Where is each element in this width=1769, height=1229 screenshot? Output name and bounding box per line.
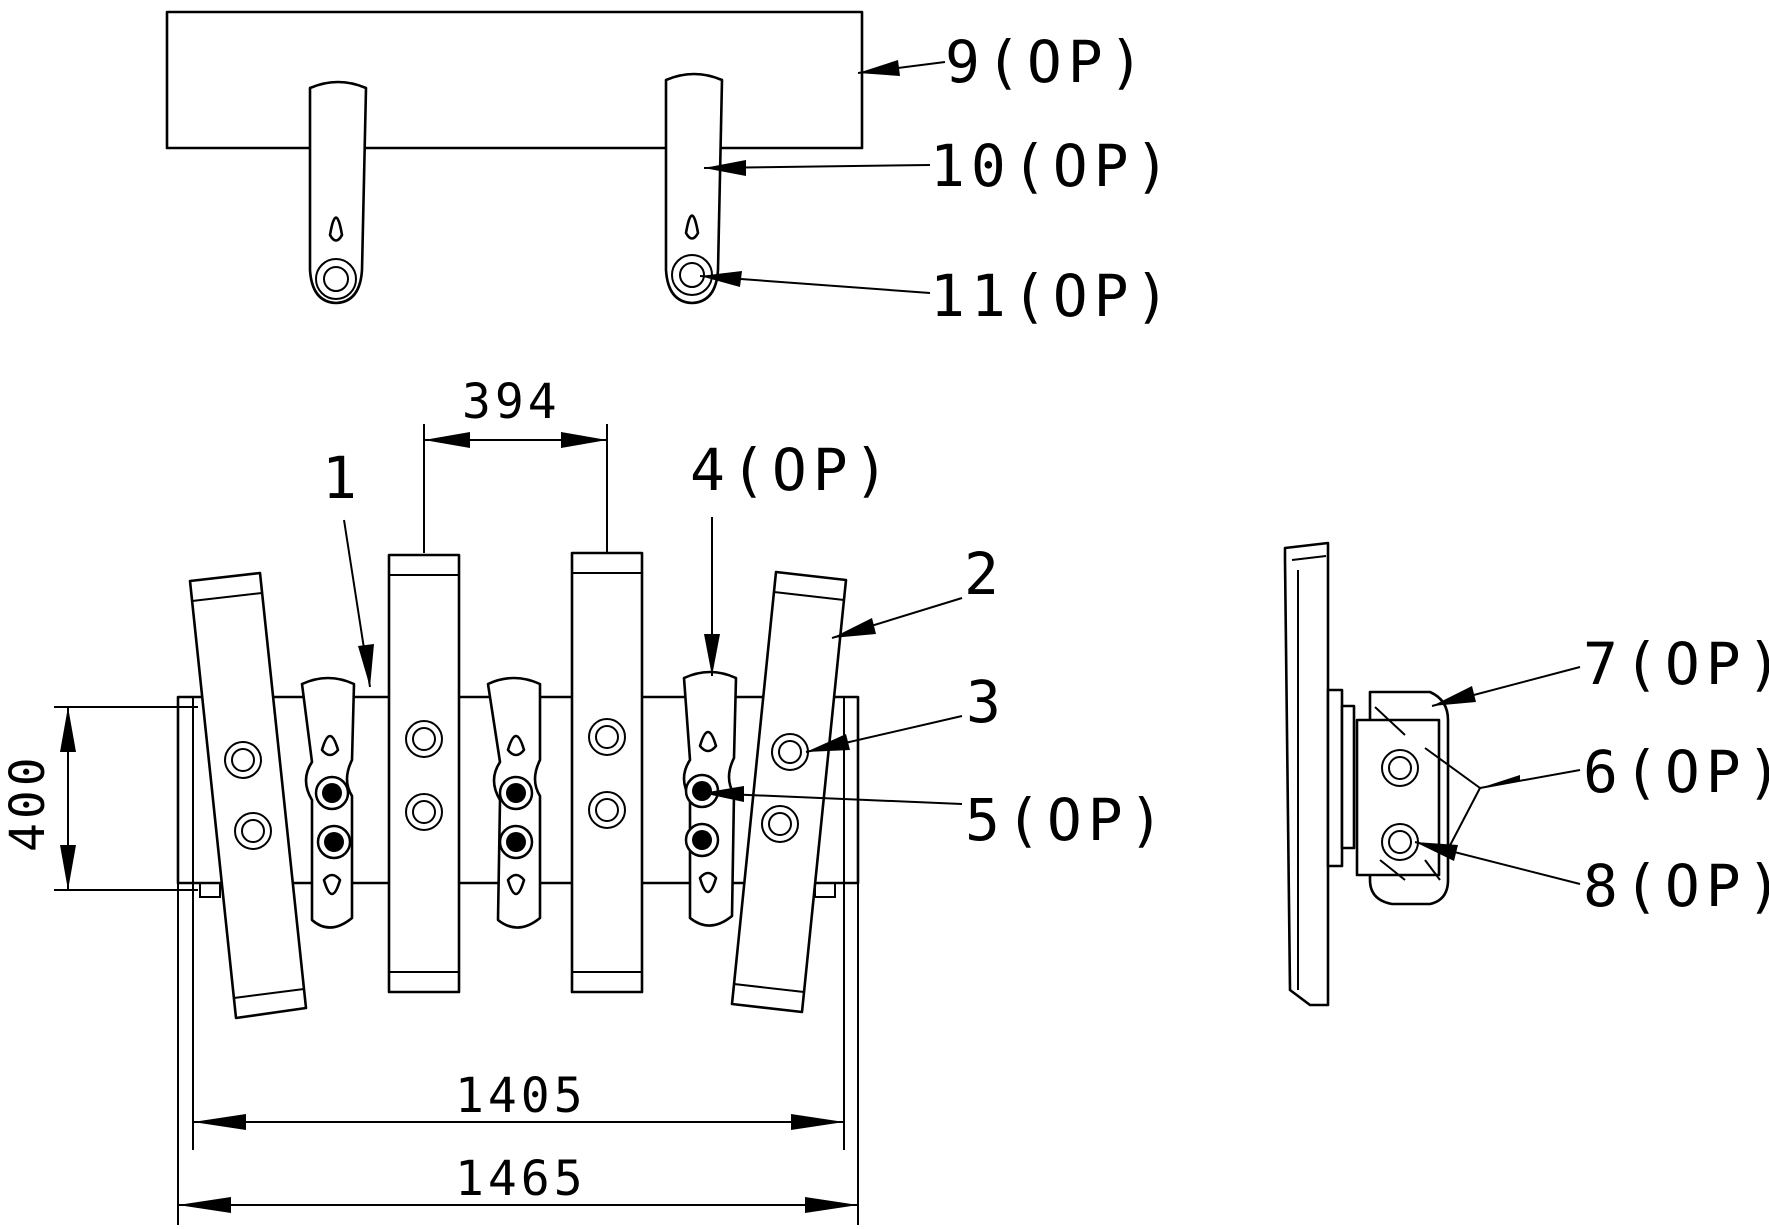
dimension-394: 394 [462, 374, 561, 430]
dimension-400: 400 [0, 753, 56, 852]
blade-tilted-right [730, 570, 848, 1014]
arm-right [664, 72, 724, 305]
top-view [165, 10, 946, 305]
label-5: 5(OP) [965, 786, 1170, 854]
label-9: 9(OP) [945, 28, 1150, 96]
blade-vertical-2 [570, 551, 644, 994]
dimension-1405: 1405 [455, 1068, 587, 1124]
label-2: 2 [964, 540, 1005, 608]
label-6: 6(OP) [1583, 738, 1769, 806]
label-11: 11(OP) [930, 262, 1176, 330]
blade-vertical-1 [387, 553, 461, 994]
label-3: 3 [966, 668, 1007, 736]
clip-1 [300, 676, 356, 929]
label-7: 7(OP) [1583, 630, 1769, 698]
label-8: 8(OP) [1583, 852, 1769, 920]
dimension-1465: 1465 [455, 1151, 587, 1207]
label-10: 10(OP) [930, 132, 1176, 200]
beam-9 [165, 10, 864, 150]
front-view [54, 424, 963, 1225]
clip-2 [486, 676, 542, 929]
clip-3 [682, 670, 738, 927]
arm-left [308, 80, 368, 305]
label-1: 1 [322, 444, 363, 512]
side-view [1283, 541, 1581, 1007]
label-4: 4(OP) [690, 436, 895, 504]
blade-tilted-left [188, 571, 308, 1020]
